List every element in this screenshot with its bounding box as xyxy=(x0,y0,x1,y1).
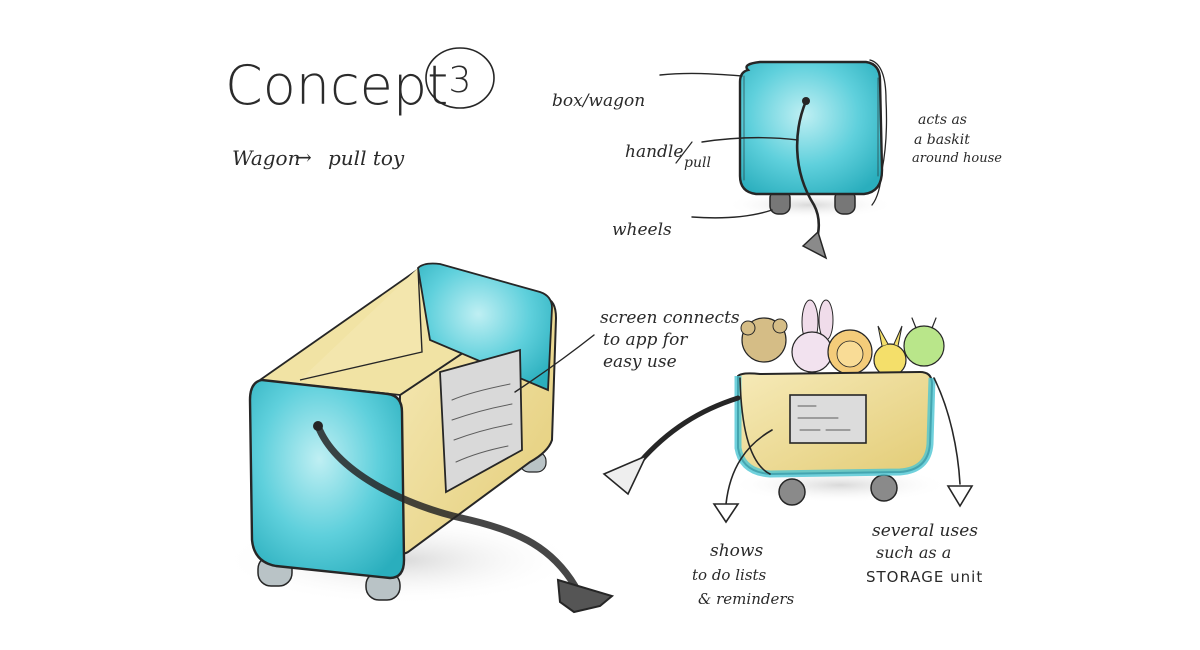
leader-handle xyxy=(701,136,799,143)
uses-note-line2: such as a xyxy=(876,543,951,562)
title-text: Concept xyxy=(225,54,448,117)
screen-note-line3: easy use xyxy=(603,352,677,372)
arrow-shows-head xyxy=(712,503,740,524)
small-wagon-sketch xyxy=(725,59,895,260)
label-box-wagon: box/wagon xyxy=(552,91,645,111)
large-wagon-sketch xyxy=(220,262,615,614)
handle-pull-slash xyxy=(675,141,693,164)
subtitle-group: Wagon → pull toy xyxy=(232,145,405,170)
uses-note: several uses such as a STORAGE unit xyxy=(866,521,983,586)
label-acts-as-3: around house xyxy=(912,151,1002,166)
toy-wagon-sketch xyxy=(602,299,974,524)
subtitle-right: pull toy xyxy=(328,146,405,170)
title-number-circle xyxy=(425,47,495,109)
leader-wheels xyxy=(691,209,773,219)
label-wheels: wheels xyxy=(612,220,672,240)
toy-wagon-screen xyxy=(789,394,867,444)
arrow-uses xyxy=(933,377,961,485)
acts-as-bracket xyxy=(869,59,888,206)
label-pull: pull xyxy=(684,155,711,171)
large-wagon-handle xyxy=(314,422,579,590)
toy-wagon-wheel-right xyxy=(870,474,898,502)
subtitle-arrow: → xyxy=(295,145,312,169)
large-wagon-screen-scribbles xyxy=(451,383,513,463)
plush-toys xyxy=(740,299,945,377)
large-wagon-front-face xyxy=(248,378,406,580)
title-group: Concept 3 xyxy=(225,47,495,117)
toy-wagon-wheel-left xyxy=(778,478,806,506)
uses-note-line1: several uses xyxy=(872,521,978,541)
shows-note-line3: & reminders xyxy=(698,590,794,608)
shows-note-line2: to do lists xyxy=(692,566,767,584)
label-handle: handle xyxy=(625,142,683,162)
small-wagon-handle-grip xyxy=(801,230,828,260)
toy-wagon-handle xyxy=(637,395,741,465)
alien-toy xyxy=(903,325,945,367)
small-wagon-box xyxy=(738,60,884,196)
subtitle-left: Wagon xyxy=(232,146,300,170)
pikachu-toy xyxy=(873,343,907,377)
bunny-toy xyxy=(791,331,833,373)
shows-note: shows to do lists & reminders xyxy=(692,541,794,608)
label-acts-as-1: acts as xyxy=(918,112,967,128)
small-wagon-labels: box/wagon handle pull wheels acts as a b… xyxy=(552,72,1002,240)
shows-note-line1: shows xyxy=(710,541,763,561)
label-acts-as-2: a baskit xyxy=(914,132,970,148)
large-wagon-handle-grip xyxy=(556,578,615,614)
leader-box-wagon xyxy=(659,72,743,77)
small-wagon-edges xyxy=(743,75,879,181)
leader-screen xyxy=(514,334,595,393)
large-wagon-inner-wall xyxy=(299,267,423,381)
arrow-uses-head xyxy=(946,485,974,508)
screen-note: screen connects to app for easy use xyxy=(514,308,740,393)
toy-wagon-handle-grip xyxy=(602,454,648,496)
arrow-shows xyxy=(725,429,773,505)
uses-note-line3: STORAGE unit xyxy=(866,568,983,586)
screen-note-line2: to app for xyxy=(603,330,688,350)
screen-note-line1: screen connects xyxy=(600,308,740,328)
title-number: 3 xyxy=(449,60,472,101)
